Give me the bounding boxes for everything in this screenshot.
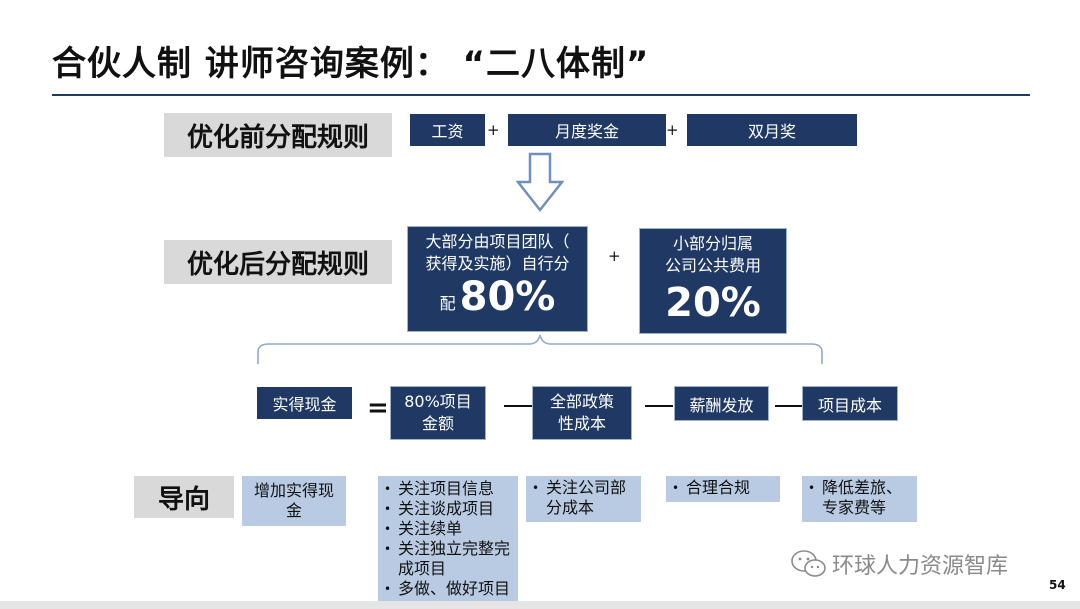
minus-connector-2 xyxy=(645,405,673,407)
guide-compliance-box: 合理合规 xyxy=(666,476,780,502)
actual-cash-box: 实得现金 xyxy=(257,387,352,419)
plus-sign-2: + xyxy=(666,121,679,139)
bimonthly-bonus-box: 双月奖 xyxy=(687,114,857,146)
team-80-percent: 80% xyxy=(459,274,556,320)
guide-project-box: 关注项目信息 关注谈成项目 关注续单 关注独立完整完成项目 多做、做好项目 xyxy=(378,476,518,604)
guide-company-cost-item: 关注公司部分成本 xyxy=(530,478,637,518)
project-80-amount-line2: 金额 xyxy=(421,414,454,433)
guide-project-item: 关注续单 xyxy=(382,519,514,539)
guide-cash-box: 增加实得现 金 xyxy=(242,476,346,526)
page-number: 54 xyxy=(1049,578,1066,592)
minus-connector-1 xyxy=(504,405,532,407)
watermark: 环球人力资源智库 xyxy=(790,548,1008,580)
guide-compliance-item: 合理合规 xyxy=(670,478,776,498)
title-divider xyxy=(52,94,1030,96)
guide-project-item: 多做、做好项目 xyxy=(382,579,514,599)
page-title: 合伙人制 讲师咨询案例： “二八体制” xyxy=(52,44,650,84)
wechat-icon xyxy=(791,550,826,577)
salary-box: 工资 xyxy=(410,114,485,146)
guide-project-item: 关注独立完整完成项目 xyxy=(382,539,514,579)
guide-project-item: 关注谈成项目 xyxy=(382,499,514,519)
guide-project-item: 关注项目信息 xyxy=(382,479,514,499)
guide-cash-line1: 增加实得现 xyxy=(253,481,334,500)
plus-sign-1: + xyxy=(487,121,500,139)
team-80-text-2: 获得及实施）自行分 xyxy=(425,254,570,273)
guide-cash-line2: 金 xyxy=(285,501,302,520)
project-cost-box: 项目成本 xyxy=(802,386,898,421)
team-80-box: 大部分由项目团队（ 获得及实施）自行分 配 80% xyxy=(407,226,588,332)
watermark-text: 环球人力资源智库 xyxy=(832,554,1009,579)
guide-company-cost-box: 关注公司部分成本 xyxy=(526,476,641,522)
guide-cost-reduction-box: 降低差旅、专家费等 xyxy=(802,476,917,522)
company-20-percent: 20% xyxy=(665,280,761,326)
plus-sign-3: + xyxy=(608,247,621,265)
team-80-text-1: 大部分由项目团队（ xyxy=(425,232,570,251)
salary-payout-box: 薪酬发放 xyxy=(674,386,769,421)
after-rule-label: 优化后分配规则 xyxy=(164,240,392,284)
monthly-bonus-box: 月度奖金 xyxy=(508,114,666,146)
bottom-strip xyxy=(0,601,1080,609)
company-20-text-2: 公司公共费用 xyxy=(664,256,761,275)
down-arrow-icon xyxy=(516,152,564,213)
brace-icon xyxy=(257,334,823,364)
guide-label: 导向 xyxy=(134,476,234,518)
project-80-amount-line1: 80%项目 xyxy=(404,392,472,411)
guide-cost-reduction-item: 降低差旅、专家费等 xyxy=(806,478,913,518)
policy-cost-line1: 全部政策 xyxy=(549,392,614,411)
policy-cost-line2: 性成本 xyxy=(557,414,606,433)
minus-connector-3 xyxy=(775,405,802,407)
project-80-amount-box: 80%项目 金额 xyxy=(390,386,486,440)
team-80-text-3: 配 xyxy=(439,294,456,313)
equals-sign: = xyxy=(367,393,389,423)
team-80-value-row: 配 80% xyxy=(440,277,556,317)
company-20-box: 小部分归属 公司公共费用 20% xyxy=(639,228,787,334)
before-rule-label: 优化前分配规则 xyxy=(164,113,392,157)
company-20-text-1: 小部分归属 xyxy=(672,234,753,253)
policy-cost-box: 全部政策 性成本 xyxy=(532,386,632,440)
